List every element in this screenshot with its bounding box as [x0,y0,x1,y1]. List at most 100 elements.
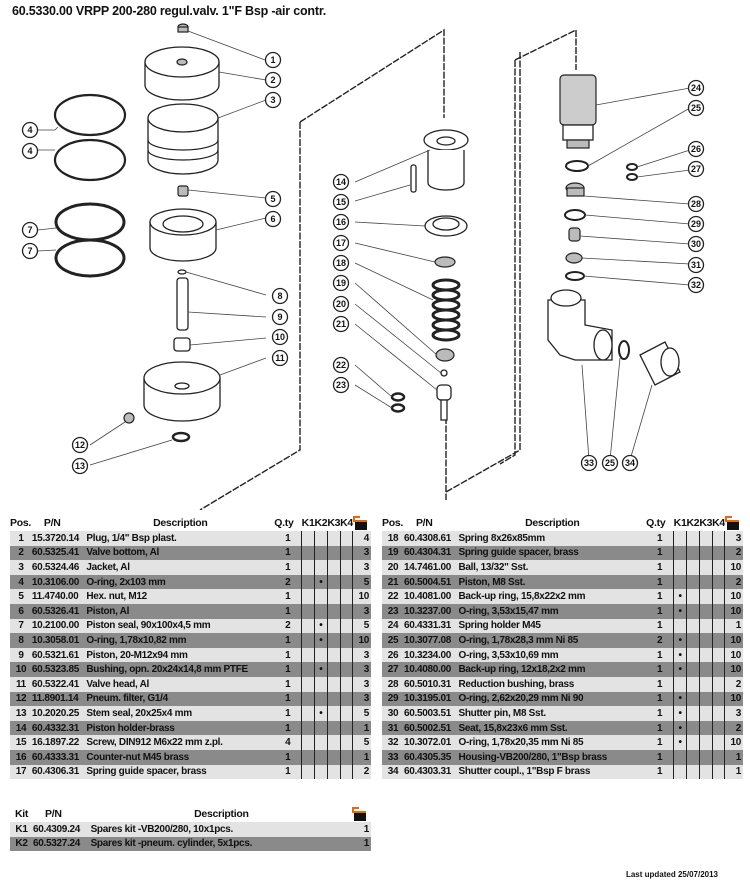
cell-desc: Bushing, opn. 20x24x14,8 mm PTFE [86,662,275,677]
cell-pn: 10.3077.08 [403,633,459,648]
cell-qty: 1 [646,603,674,619]
cell-qty: 1 [646,560,674,575]
part-valve-head [143,361,221,422]
frame-outline-mid-right [445,52,521,500]
header-pn: P/N [415,517,433,529]
cell-desc: Valve head, Al [86,676,275,692]
header-pos: Pos. [10,517,31,529]
cell-qty: 1 [274,706,302,721]
cell-k1 [673,764,687,780]
svg-text:1: 1 [270,55,275,65]
cell-k1 [673,545,687,561]
cell-pack: 1 [352,836,371,852]
cell-qty: 1 [646,647,674,663]
cell-pack: 10 [724,691,743,707]
cell-desc: Spares kit -pneum. cylinder, 5x1pcs. [90,836,353,852]
callout-31: 31 [687,256,705,274]
cell-k4 [711,560,726,575]
cell-desc: Jacket, Al [86,560,275,575]
exploded-view-diagram: 1 2 3 4 4 5 6 7 7 8 9 10 11 12 13 14 15 … [21,23,705,510]
cell-pn: 60.4332.31 [31,720,87,736]
header-description: Description [194,808,249,820]
cell-k2 [313,720,328,736]
callout-4b: 4 [21,142,39,160]
cell-k4 [339,574,354,590]
cell-desc: Back-up ring, 15,8x22x2 mm [458,589,647,604]
cell-k1 [301,647,315,663]
header-k2: K2 [686,517,700,529]
cell-k2: • [313,662,328,677]
cell-k1 [301,545,315,561]
cell-k2 [313,560,328,575]
cell-k1 [301,706,315,721]
cell-pos: 34 [382,764,404,780]
part-o-ring-25b [618,340,630,360]
cell-k2 [313,531,328,546]
svg-text:21: 21 [336,319,346,329]
cell-desc: Pneum. filter, G1/4 [86,691,275,707]
svg-text:4: 4 [27,125,32,135]
cell-pn: 60.5004.51 [403,574,459,590]
svg-text:20: 20 [336,299,346,309]
svg-text:33: 33 [584,458,594,468]
cell-pn: 60.4306.31 [31,764,87,780]
cell-k4 [711,545,726,561]
cell-pack: 3 [352,676,371,692]
callout-26: 26 [687,140,705,158]
cell-qty: 1 [274,545,302,561]
cell-k4 [711,720,726,736]
svg-text:6: 6 [270,214,275,224]
cell-pn: 60.5322.41 [31,676,87,692]
cell-pack: 1 [352,822,371,837]
svg-text:7: 7 [27,225,32,235]
cell-k1: • [673,735,687,750]
cell-desc: Valve bottom, Al [86,545,275,561]
header-k3: K3 [699,517,713,529]
cell-k2 [685,676,700,692]
cell-pos: 11 [10,676,32,692]
cell-qty: 1 [646,545,674,561]
part-spring-guide-spacer-2 [435,348,455,362]
cell-pn: 60.5003.51 [403,706,459,721]
frame-outline-mid [299,28,445,123]
cell-pack: 3 [352,603,371,619]
cell-k3 [698,676,713,692]
header-pn: P/N [45,808,62,820]
cell-desc: Stem seal, 20x25x4 mm [86,706,275,721]
callout-25: 25 [687,99,705,117]
cell-pn: 10.3072.01 [403,735,459,750]
callout-33: 33 [580,454,598,472]
cell-k3 [326,531,341,546]
cell-qty: 2 [274,618,302,634]
cell-pack: 3 [724,706,743,721]
svg-text:11: 11 [275,353,285,363]
cell-k3 [698,691,713,707]
cell-qty: 1 [274,749,302,765]
cell-pos: 30 [382,706,404,721]
cell-k2 [313,691,328,707]
svg-text:10: 10 [275,332,285,342]
cell-pn: 11.8901.14 [31,691,87,707]
parts-table-right: Pos. P/N Description Q.ty K1 K2 K3 K4 18… [382,515,743,780]
cell-k3 [698,633,713,648]
cell-k4 [339,633,354,648]
part-piston-rod [176,277,189,331]
cell-pos: 9 [10,647,32,663]
cell-pos: 29 [382,691,404,707]
cell-k1 [301,676,315,692]
cell-pos: 13 [10,706,32,721]
part-pneum-filter [123,412,135,424]
cell-k1 [673,574,687,590]
cell-pos: 1 [10,531,32,546]
cell-k1 [301,764,315,780]
part-hex-nut [177,185,189,197]
cell-desc: Reduction bushing, brass [458,676,647,692]
cell-k4 [711,618,726,634]
cell-k1: • [673,633,687,648]
part-spring-guide-spacer [434,256,456,268]
cell-qty: 1 [274,662,302,677]
